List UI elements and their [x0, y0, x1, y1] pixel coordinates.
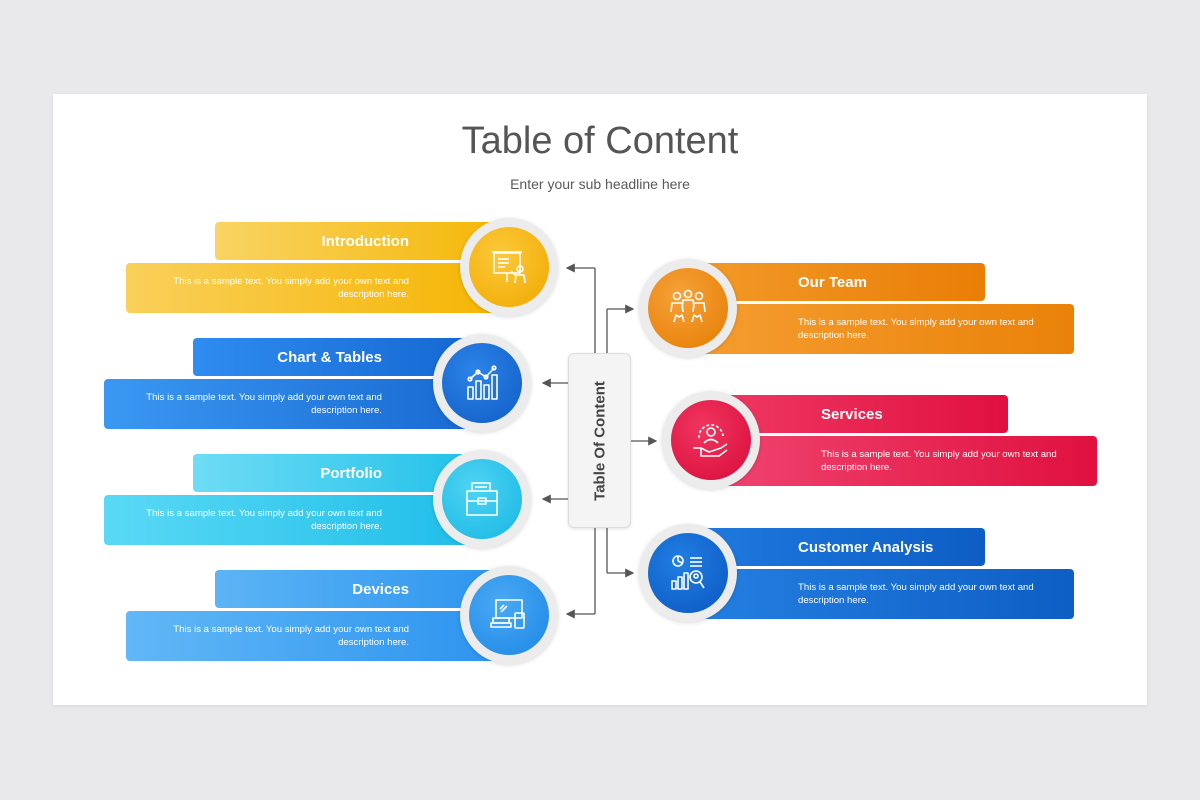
slide: Table of Content Enter your sub headline… [53, 94, 1147, 705]
item-description: This is a sample text. You simply add yo… [146, 392, 382, 416]
item-description: This is a sample text. You simply add yo… [173, 624, 409, 648]
item-title: Devices [352, 580, 409, 598]
service-hand-icon [693, 424, 728, 457]
item-description-bar: This is a sample text. You simply add yo… [126, 611, 515, 661]
item-icon-circle [442, 459, 522, 539]
item-description: This is a sample text. You simply add yo… [798, 317, 1034, 341]
item-title: Customer Analysis [798, 538, 934, 556]
item-icon-circle [469, 227, 549, 307]
item-title: Our Team [798, 273, 867, 291]
item-description-bar: This is a sample text. You simply add yo… [708, 436, 1097, 486]
page-title: Table of Content [461, 120, 739, 162]
center-label: Table Of Content [591, 380, 608, 501]
item-icon-circle [648, 268, 728, 348]
item-icon-ring [639, 259, 737, 357]
item-devices: Devices This is a sample text. You simpl… [53, 94, 1147, 705]
item-description: This is a sample text. You simply add yo… [798, 582, 1034, 606]
team-icon [670, 289, 706, 323]
item-description-bar: This is a sample text. You simply add yo… [104, 379, 488, 429]
item-icon-ring [460, 218, 558, 316]
item-title: Services [821, 405, 883, 423]
page-subtitle: Enter your sub headline here [510, 176, 690, 192]
item-icon-circle [469, 575, 549, 655]
item-icon-ring [433, 450, 531, 548]
item-services: Services This is a sample text. You simp… [53, 94, 1147, 705]
item-customer-analysis: Customer Analysis This is a sample text.… [53, 94, 1147, 705]
item-introduction: Introduction This is a sample text. You … [53, 94, 1147, 705]
item-title: Introduction [321, 232, 409, 250]
item-description-bar: This is a sample text. You simply add yo… [685, 304, 1074, 354]
item-icon-circle [671, 400, 751, 480]
item-description: This is a sample text. You simply add yo… [173, 276, 409, 300]
item-portfolio: Portfolio This is a sample text. You sim… [53, 94, 1147, 705]
portfolio-folder-icon [466, 482, 498, 516]
item-title: Portfolio [320, 464, 382, 482]
presentation-icon [492, 251, 526, 284]
item-our-team: Our Team This is a sample text. You simp… [53, 94, 1147, 705]
item-description: This is a sample text. You simply add yo… [821, 449, 1057, 473]
center-box: Table Of Content [568, 353, 631, 528]
item-icon-circle [442, 343, 522, 423]
bar-chart-icon [467, 365, 498, 400]
item-chart-tables: Chart & Tables This is a sample text. Yo… [53, 94, 1147, 705]
item-description-bar: This is a sample text. You simply add yo… [126, 263, 515, 313]
item-description-bar: This is a sample text. You simply add yo… [104, 495, 488, 545]
customer-analysis-icon [671, 555, 705, 590]
item-icon-ring [639, 524, 737, 622]
item-icon-ring [433, 334, 531, 432]
item-title: Chart & Tables [277, 348, 382, 366]
item-icon-circle [648, 533, 728, 613]
item-icon-ring [460, 566, 558, 664]
devices-icon [490, 599, 525, 629]
item-title-bar: Services [708, 395, 1008, 433]
item-description: This is a sample text. You simply add yo… [146, 508, 382, 532]
item-icon-ring [662, 391, 760, 489]
item-description-bar: This is a sample text. You simply add yo… [685, 569, 1074, 619]
